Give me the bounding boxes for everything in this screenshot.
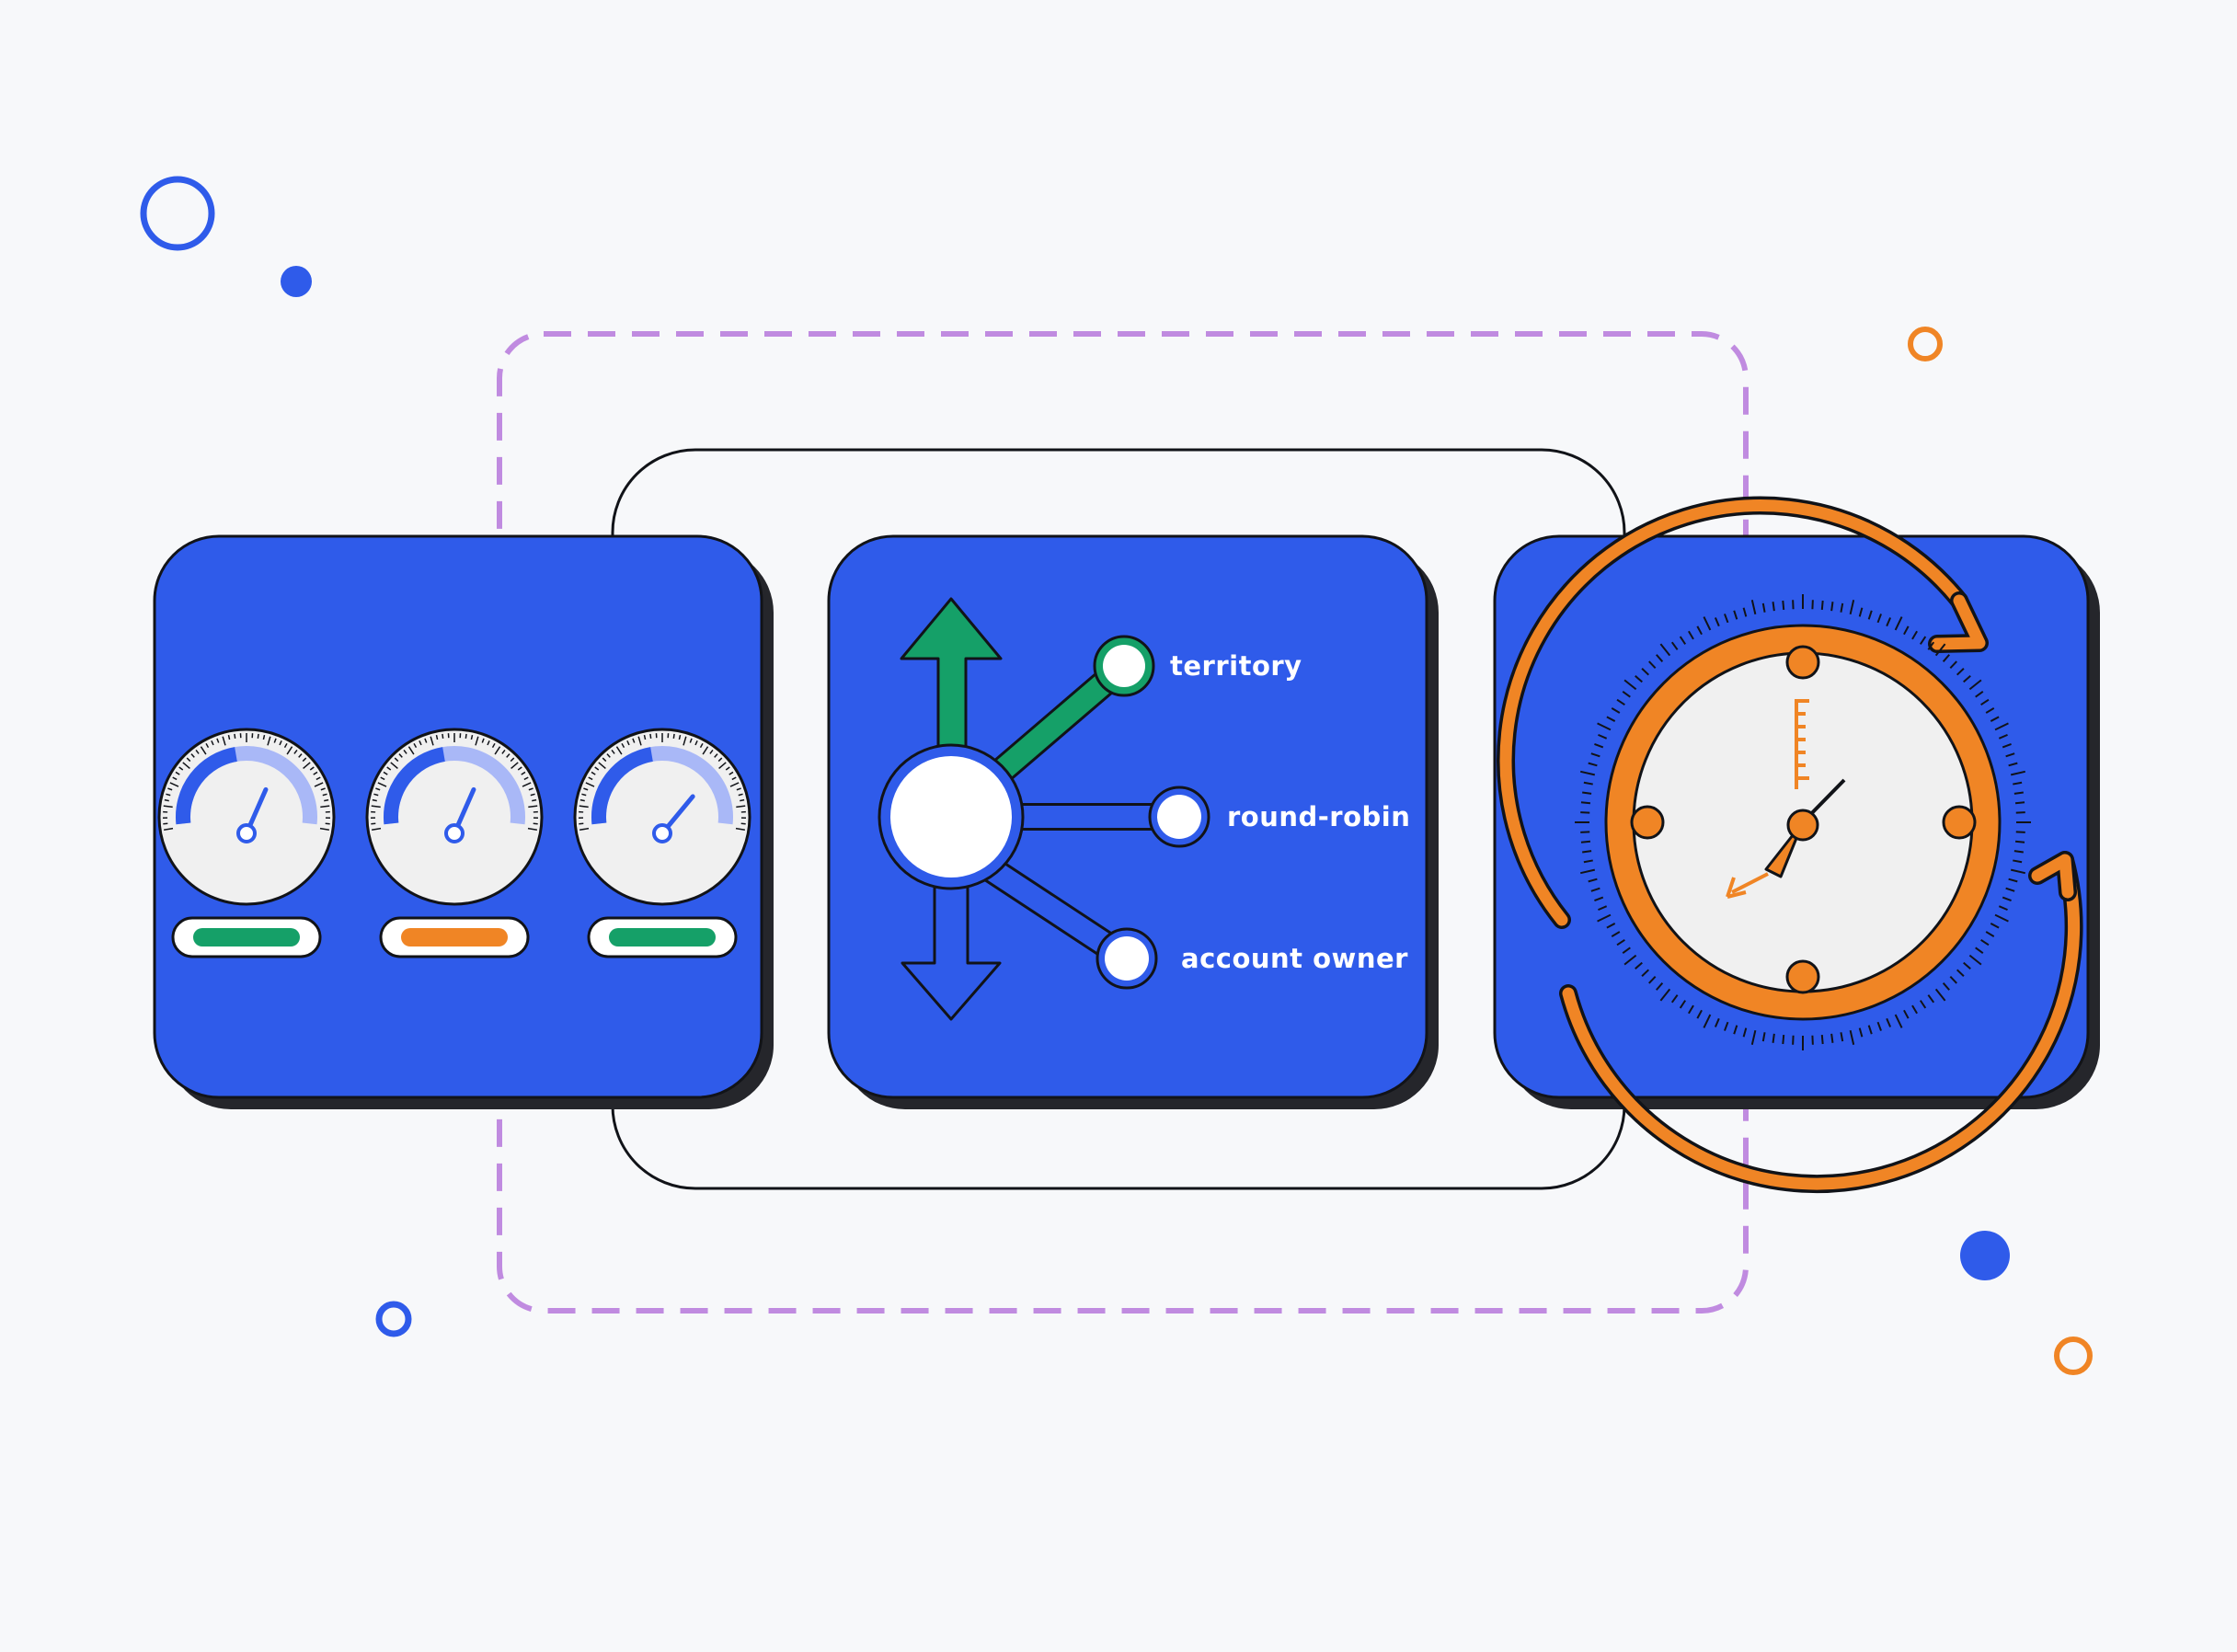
timer-tick: [1831, 602, 1832, 611]
clock-icon: [1606, 625, 2000, 1019]
status-bar-green: [193, 928, 300, 946]
label-round-robin: round-robin: [1227, 801, 1410, 832]
status-bar-orange: [401, 928, 508, 946]
gauge-tick: [373, 800, 377, 801]
gauge-tick: [228, 735, 229, 740]
timer-tick: [1581, 842, 1590, 843]
label-account-owner: account owner: [1181, 943, 1408, 974]
gauge-pivot: [654, 825, 671, 842]
gauge-tick: [465, 734, 466, 739]
gauge-tick: [442, 734, 443, 739]
timer-tick: [1783, 1035, 1784, 1044]
timer-tick: [1831, 1034, 1832, 1043]
gauge-tick: [740, 800, 744, 801]
gauge-pivot: [446, 825, 463, 842]
gauge-tick: [650, 734, 651, 739]
ring-blue: [143, 179, 212, 247]
gauge-tick: [324, 800, 328, 801]
gauges-group: [159, 729, 750, 957]
timer-tick: [2015, 842, 2025, 843]
gauge-2: [367, 729, 542, 957]
timer-panel: [1495, 506, 2100, 1185]
gauge-tick: [263, 735, 264, 740]
timer-tick: [1773, 1034, 1774, 1043]
gauge-tick: [679, 735, 680, 740]
timer-tick: [1773, 602, 1774, 611]
gauge-tick: [673, 734, 674, 739]
gauge-tick: [471, 735, 472, 740]
status-bar-green: [609, 928, 716, 946]
timer-tick: [2014, 851, 2024, 852]
gauge-pivot: [238, 825, 255, 842]
gauge-tick: [644, 735, 645, 740]
label-territory: territory: [1170, 650, 1302, 682]
timer-tick: [1822, 1035, 1823, 1044]
gauge-tick: [532, 800, 536, 801]
gauge-3: [575, 729, 750, 957]
timer-tick: [2014, 793, 2024, 794]
timer-tick: [1582, 851, 1591, 852]
timer-tick: [1582, 793, 1591, 794]
timer-tick: [2015, 802, 2025, 803]
ring-blue-small: [379, 1304, 408, 1334]
gauge-tick: [165, 800, 169, 801]
timer-tick: [1822, 601, 1823, 610]
dot-blue-large: [1960, 1231, 2010, 1280]
timer-tick: [1581, 802, 1590, 803]
timer-tick: [1783, 601, 1784, 610]
dot-blue: [281, 266, 312, 297]
ring-orange-small: [2057, 1339, 2090, 1372]
gauge-tick: [580, 800, 585, 801]
gauges-panel: [155, 536, 774, 1109]
ring-orange: [1910, 329, 1940, 359]
routing-panel: territory round-robin account owner: [829, 536, 1439, 1109]
gauge-tick: [436, 735, 437, 740]
gauge-1: [159, 729, 334, 957]
